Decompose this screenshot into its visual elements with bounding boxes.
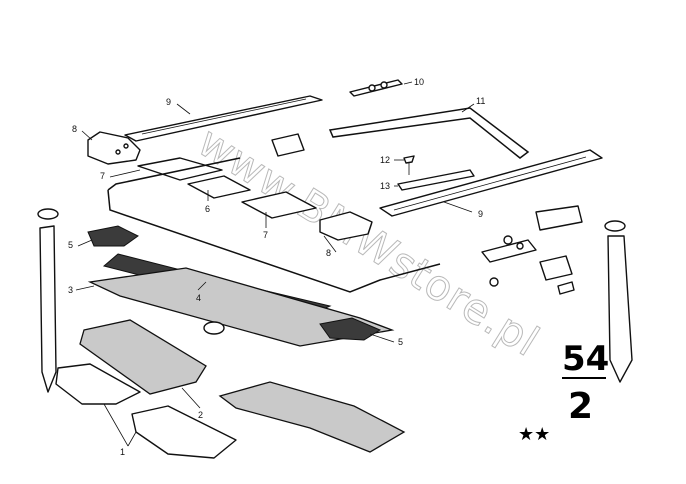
sunroof-cable-frame	[328, 107, 530, 159]
section-subgroup-number: 2	[568, 386, 593, 427]
section-group-number: 54	[562, 339, 609, 379]
callout-9-upper: 9	[166, 97, 171, 107]
callout-labels: 10 9 11 8 12 7 13 6 7 9 8 5 3 4 5 2 1	[68, 77, 485, 457]
callout-6: 6	[205, 204, 210, 214]
slider-block	[187, 175, 251, 199]
callout-13: 13	[380, 181, 390, 191]
callout-1: 1	[120, 447, 125, 457]
stars-marker: ★★	[518, 424, 550, 445]
callout-12: 12	[380, 155, 390, 165]
callout-11: 11	[476, 96, 485, 106]
headliner-panel	[87, 267, 395, 347]
corner-plate-right	[319, 211, 373, 241]
callout-5-lower: 5	[398, 337, 403, 347]
screw-part	[403, 155, 415, 175]
callout-3: 3	[68, 285, 73, 295]
callout-7-lower: 7	[263, 230, 268, 240]
callout-7-upper: 7	[100, 171, 105, 181]
seal-right	[218, 381, 406, 453]
seal-left	[79, 319, 207, 395]
guide-rail-left	[124, 95, 323, 142]
callout-8-lower: 8	[326, 248, 331, 258]
callout-4: 4	[196, 293, 201, 303]
corner-plate-left	[87, 131, 141, 165]
drive-cable	[107, 157, 441, 293]
left-support-tube	[37, 208, 59, 393]
drive-mechanism	[481, 205, 583, 295]
callout-10: 10	[414, 77, 424, 87]
cover-plate-lower	[131, 405, 237, 459]
callout-2: 2	[198, 410, 203, 420]
right-support-tube	[604, 220, 633, 383]
mesh-pad-upper	[87, 225, 139, 247]
link-rod-part	[349, 79, 403, 97]
callout-8-upper: 8	[72, 124, 77, 134]
callout-9-lower: 9	[478, 209, 483, 219]
cover-plate-upper	[55, 363, 141, 405]
bracket-plate-lower	[241, 191, 317, 219]
leader-lines	[75, 81, 475, 447]
callout-5-upper: 5	[68, 240, 73, 250]
bracket-plate-upper	[137, 157, 223, 181]
hinge-bracket	[271, 133, 305, 157]
flat-strip	[397, 169, 475, 191]
